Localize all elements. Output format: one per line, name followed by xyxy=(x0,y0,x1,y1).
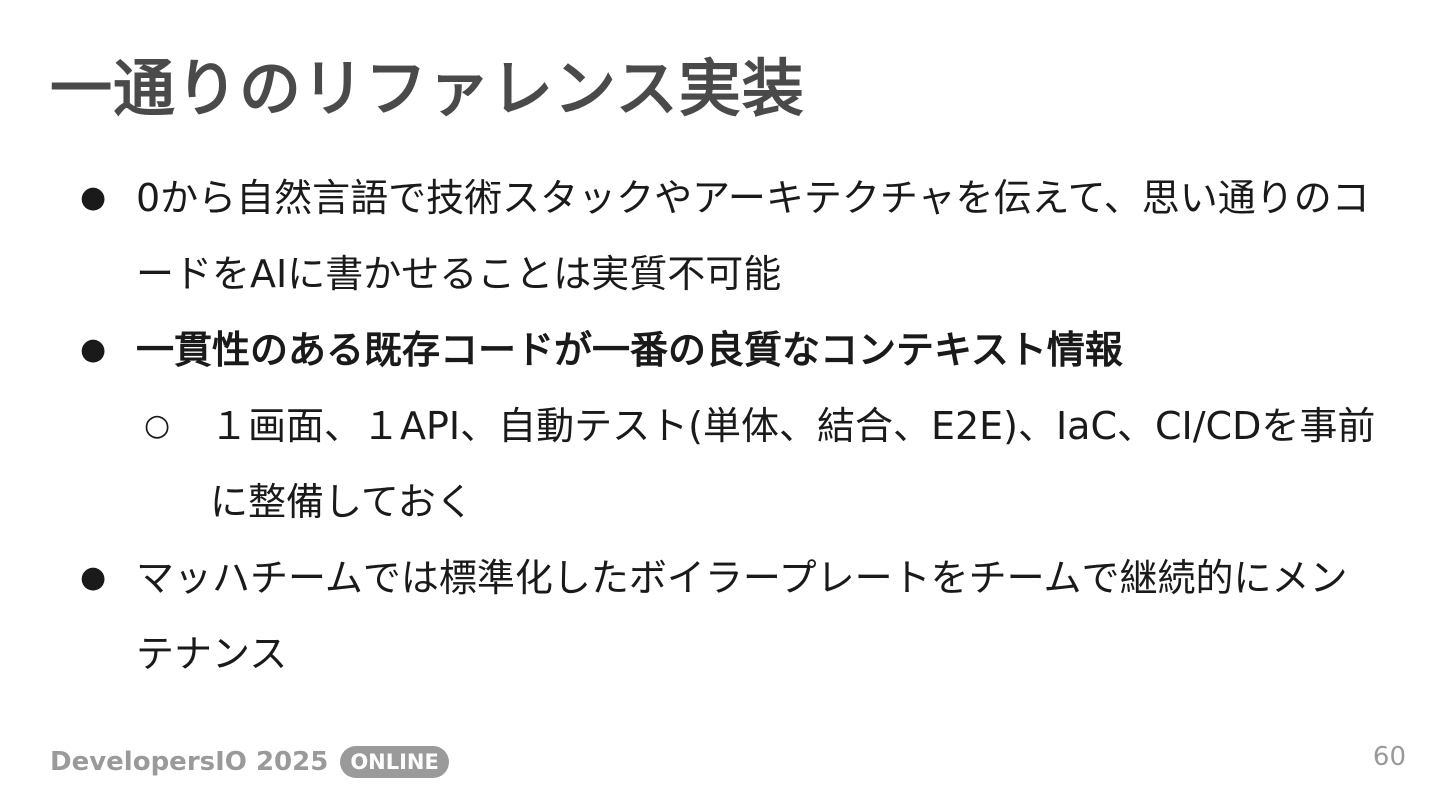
online-badge: ONLINE xyxy=(340,746,449,778)
slide-title: 一通りのリファレンス実装 xyxy=(50,52,805,125)
bullet-text: 一貫性のある既存コードが一番の良質なコンテキスト情報 xyxy=(136,328,1123,372)
bullet-list: ● 0から自然言語で技術スタックやアーキテクチャを伝えて、思い通りのコードをAI… xyxy=(70,160,1380,692)
bullet-marker: ● xyxy=(80,560,107,595)
sub-bullet-item: ○ １画面、１API、自動テスト(単体、結合、E2E)、IaC、CI/CDを事前… xyxy=(70,388,1380,540)
bullet-marker: ● xyxy=(80,332,107,367)
page-number: 60 xyxy=(1372,742,1406,772)
sub-bullet-text: １画面、１API、自動テスト(単体、結合、E2E)、IaC、CI/CDを事前に整… xyxy=(210,404,1376,524)
bullet-item-2: ● 一貫性のある既存コードが一番の良質なコンテキスト情報 xyxy=(70,312,1380,388)
bullet-marker: ● xyxy=(80,180,107,215)
bullet-text: マッハチームでは標準化したボイラープレートをチームで継続的にメンテナンス xyxy=(136,556,1348,676)
footer: DevelopersIO 2025 ONLINE xyxy=(50,744,449,780)
event-logo: DevelopersIO 2025 xyxy=(50,747,329,777)
bullet-item-1: ● 0から自然言語で技術スタックやアーキテクチャを伝えて、思い通りのコードをAI… xyxy=(70,160,1380,312)
bullet-item-3: ● マッハチームでは標準化したボイラープレートをチームで継続的にメンテナンス xyxy=(70,540,1380,692)
sub-bullet-marker: ○ xyxy=(144,408,171,443)
bullet-text: 0から自然言語で技術スタックやアーキテクチャを伝えて、思い通りのコードをAIに書… xyxy=(136,176,1370,296)
